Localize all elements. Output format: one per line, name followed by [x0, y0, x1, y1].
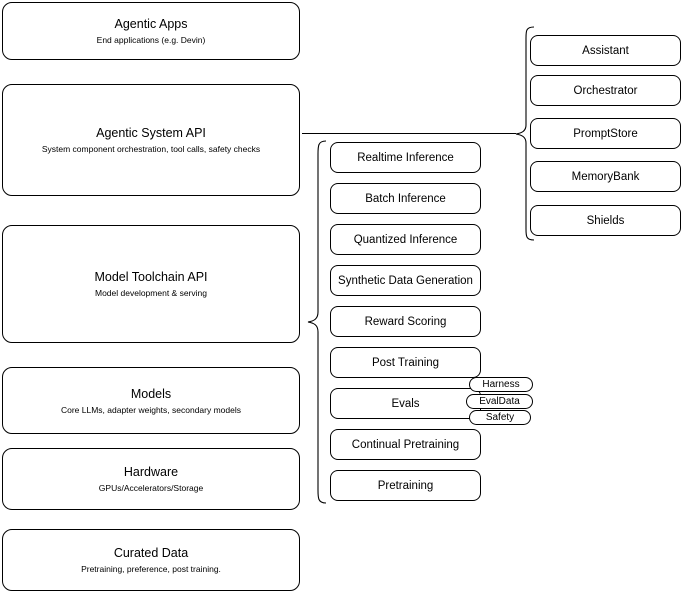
evals-badge-harness[interactable]: Harness [469, 377, 533, 392]
node-label: Post Training [371, 356, 440, 369]
node-label: MemoryBank [571, 170, 640, 183]
toolchain-realtime-inference[interactable]: Realtime Inference [330, 142, 481, 173]
layer-subtitle: End applications (e.g. Devin) [96, 35, 206, 45]
layer-curated-data[interactable]: Curated Data Pretraining, preference, po… [2, 529, 300, 591]
node-label: Orchestrator [573, 84, 638, 97]
node-label: Continual Pretraining [351, 438, 460, 451]
layer-title: Model Toolchain API [94, 270, 208, 284]
node-label: Reward Scoring [364, 315, 447, 328]
system-component-shields[interactable]: Shields [530, 205, 681, 236]
layer-subtitle: Core LLMs, adapter weights, secondary mo… [60, 404, 241, 415]
layer-subtitle: GPUs/Accelerators/Storage [98, 483, 204, 493]
layer-models[interactable]: Models Core LLMs, adapter weights, secon… [2, 367, 300, 434]
node-label: Pretraining [377, 479, 434, 492]
system-component-promptstore[interactable]: PromptStore [530, 118, 681, 149]
node-label: Shields [586, 214, 625, 227]
evals-badge-safety[interactable]: Safety [469, 410, 531, 425]
badge-label: Harness [482, 378, 520, 390]
layer-title: Agentic Apps [114, 17, 188, 31]
layer-model-toolchain-api[interactable]: Model Toolchain API Model development & … [2, 225, 300, 343]
node-label: PromptStore [573, 127, 638, 140]
system-component-memorybank[interactable]: MemoryBank [530, 161, 681, 192]
layer-title: Models [130, 386, 172, 401]
badge-label: Safety [485, 411, 515, 423]
layer-title: Agentic System API [96, 126, 206, 140]
layer-hardware[interactable]: Hardware GPUs/Accelerators/Storage [2, 448, 300, 510]
layer-agentic-apps[interactable]: Agentic Apps End applications (e.g. Devi… [2, 2, 300, 60]
node-label: Batch Inference [365, 192, 446, 205]
node-label: Evals [391, 397, 420, 410]
toolchain-post-training[interactable]: Post Training [330, 347, 481, 378]
badge-label: EvalData [479, 395, 520, 407]
node-label: Realtime Inference [357, 151, 454, 164]
toolchain-quantized-inference[interactable]: Quantized Inference [330, 224, 481, 255]
layer-subtitle: System component orchestration, tool cal… [41, 144, 261, 154]
evals-badge-evaldata[interactable]: EvalData [466, 394, 533, 409]
toolchain-synthetic-data-generation[interactable]: Synthetic Data Generation [330, 265, 481, 296]
connector-system-api-to-system-components [302, 133, 516, 134]
toolchain-reward-scoring[interactable]: Reward Scoring [330, 306, 481, 337]
layer-title: Hardware [123, 465, 179, 479]
node-label: Assistant [582, 44, 629, 57]
system-component-orchestrator[interactable]: Orchestrator [530, 75, 681, 106]
node-label: Quantized Inference [353, 233, 458, 246]
layer-subtitle: Pretraining, preference, post training. [81, 564, 221, 574]
toolchain-pretraining[interactable]: Pretraining [330, 470, 481, 501]
brace-toolchain [307, 140, 327, 504]
node-label: Synthetic Data Generation [338, 274, 473, 287]
toolchain-evals[interactable]: Evals [330, 388, 481, 419]
toolchain-batch-inference[interactable]: Batch Inference [330, 183, 481, 214]
layer-title: Curated Data [113, 546, 189, 560]
layer-agentic-system-api[interactable]: Agentic System API System component orch… [2, 84, 300, 196]
toolchain-continual-pretraining[interactable]: Continual Pretraining [330, 429, 481, 460]
system-component-assistant[interactable]: Assistant [530, 35, 681, 66]
layer-subtitle: Model development & serving [95, 288, 207, 298]
